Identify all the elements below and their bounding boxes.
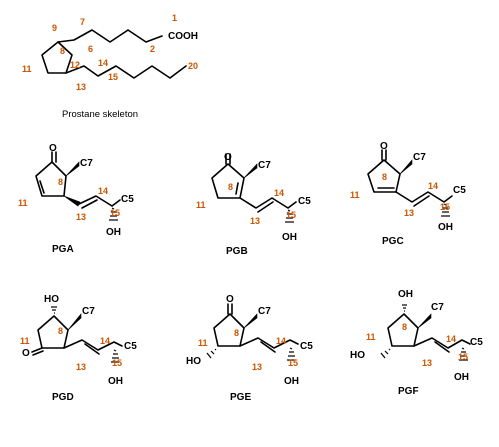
carbon-number-14: 14 bbox=[98, 186, 108, 196]
carbon-number-8: 8 bbox=[60, 46, 65, 56]
carbon-number-2: 2 bbox=[150, 44, 155, 54]
carbon-number-8: 8 bbox=[382, 172, 387, 182]
c5-label: C5 bbox=[453, 185, 466, 196]
compound-name: PGD bbox=[52, 392, 74, 403]
carbon-number-13: 13 bbox=[76, 82, 86, 92]
compound-pgf: OH C7 HO OH C5 8 11 13 14 15 PGF bbox=[350, 289, 483, 397]
prostane-skeleton: COOH 1 2 7 9 6 8 12 11 14 15 13 20 Prost… bbox=[22, 13, 198, 120]
carbon-number-15: 15 bbox=[440, 202, 450, 212]
carbon-number-11: 11 bbox=[22, 64, 32, 74]
carbon-number-13: 13 bbox=[76, 362, 86, 372]
carbon-number-15: 15 bbox=[286, 210, 296, 220]
compound-pgb: O C7 OH C5 8 11 13 14 15 PGB bbox=[196, 152, 311, 257]
carbon-number-11: 11 bbox=[198, 338, 208, 348]
carbon-number-9: 9 bbox=[52, 23, 57, 33]
carbon-number-15: 15 bbox=[458, 352, 468, 362]
oh-15-label: OH bbox=[284, 376, 299, 387]
carbon-number-11: 11 bbox=[20, 336, 30, 346]
carbon-number-13: 13 bbox=[404, 208, 414, 218]
carbon-number-11: 11 bbox=[366, 332, 376, 342]
c7-label: C7 bbox=[431, 302, 444, 313]
cooh-label: COOH bbox=[168, 31, 198, 42]
compound-pge: O C7 HO OH C5 8 11 13 14 15 PGE bbox=[186, 294, 313, 403]
c7-label: C7 bbox=[80, 158, 93, 169]
oh-15-label: OH bbox=[282, 232, 297, 243]
c5-label: C5 bbox=[298, 196, 311, 207]
carbon-number-11: 11 bbox=[18, 198, 28, 208]
carbonyl-oxygen: O bbox=[224, 152, 232, 163]
carbon-number-14: 14 bbox=[274, 188, 284, 198]
compound-name: PGC bbox=[382, 236, 404, 247]
carbon-number-13: 13 bbox=[252, 362, 262, 372]
carbon-number-8: 8 bbox=[58, 177, 63, 187]
carbon-number-14: 14 bbox=[276, 336, 286, 346]
carbon-number-7: 7 bbox=[80, 17, 85, 27]
carbon-number-20: 20 bbox=[188, 61, 198, 71]
carbon-number-15: 15 bbox=[108, 72, 118, 82]
carbon-number-13: 13 bbox=[250, 216, 260, 226]
carbon-number-11: 11 bbox=[350, 190, 360, 200]
carbon-number-13: 13 bbox=[422, 358, 432, 368]
ho-11-label: HO bbox=[350, 350, 365, 361]
prostane-caption: Prostane skeleton bbox=[62, 109, 138, 120]
compound-name: PGA bbox=[52, 244, 74, 255]
ho-9-label: HO bbox=[44, 294, 59, 305]
carbonyl-oxygen: O bbox=[49, 143, 57, 154]
c5-label: C5 bbox=[124, 341, 137, 352]
carbon-number-8: 8 bbox=[58, 326, 63, 336]
carbon-number-14: 14 bbox=[428, 181, 438, 191]
carbon-number-14: 14 bbox=[446, 334, 456, 344]
carbon-number-12: 12 bbox=[70, 60, 80, 70]
compound-name: PGE bbox=[230, 392, 251, 403]
c7-label: C7 bbox=[413, 152, 426, 163]
carbon-number-14: 14 bbox=[100, 336, 110, 346]
compound-name: PGB bbox=[226, 246, 248, 257]
c5-label: C5 bbox=[470, 337, 483, 348]
carbon-number-15: 15 bbox=[288, 358, 298, 368]
ho-11-label: HO bbox=[186, 356, 201, 367]
carbon-number-13: 13 bbox=[76, 212, 86, 222]
compound-pgd: O HO C7 OH C5 8 11 13 14 15 PGD bbox=[20, 294, 137, 403]
compound-name: PGF bbox=[398, 386, 419, 397]
oh-9-label: OH bbox=[398, 289, 413, 300]
c7-label: C7 bbox=[258, 160, 271, 171]
compound-pgc: O C7 OH C5 8 11 13 14 15 PGC bbox=[350, 141, 466, 247]
carbon-number-1: 1 bbox=[172, 13, 177, 23]
carbon-number-15: 15 bbox=[110, 208, 120, 218]
carbonyl-oxygen: O bbox=[226, 294, 234, 305]
carbonyl-oxygen: O bbox=[22, 348, 30, 359]
carbonyl-oxygen: O bbox=[380, 141, 388, 152]
c5-label: C5 bbox=[121, 194, 134, 205]
c7-label: C7 bbox=[82, 306, 95, 317]
compound-pga: O C7 OH C5 8 11 13 14 15 PGA bbox=[18, 143, 134, 255]
c7-label: C7 bbox=[258, 306, 271, 317]
carbon-number-6: 6 bbox=[88, 44, 93, 54]
oh-15-label: OH bbox=[106, 227, 121, 238]
carbon-number-11: 11 bbox=[196, 200, 206, 210]
carbon-number-8: 8 bbox=[402, 322, 407, 332]
carbon-number-8: 8 bbox=[234, 328, 239, 338]
carbon-number-8: 8 bbox=[228, 182, 233, 192]
oh-15-label: OH bbox=[454, 372, 469, 383]
oh-15-label: OH bbox=[108, 376, 123, 387]
c5-label: C5 bbox=[300, 341, 313, 352]
oh-15-label: OH bbox=[438, 222, 453, 233]
carbon-number-14: 14 bbox=[98, 58, 108, 68]
carbon-number-15: 15 bbox=[112, 358, 122, 368]
